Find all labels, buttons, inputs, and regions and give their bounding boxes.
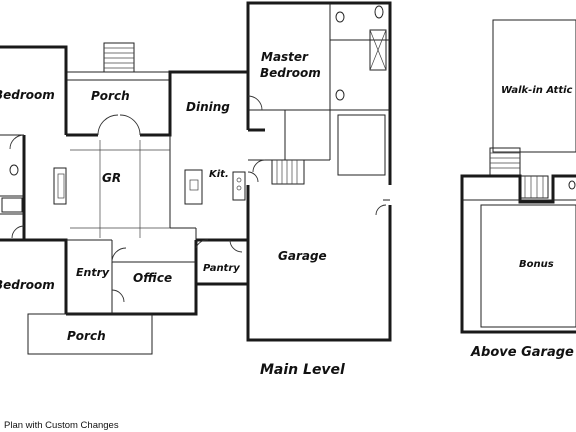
caption-above-garage: Above Garage <box>470 345 574 360</box>
footer-note: Plan with Custom Changes <box>4 420 119 431</box>
above-garage-plan <box>460 19 576 334</box>
front-porch-outline <box>27 313 153 355</box>
room-label-kitchen: Kit. <box>209 169 229 180</box>
room-label-garage: Garage <box>278 249 327 263</box>
rear-stair <box>103 42 135 73</box>
room-label-bedroom-top: Bedroom <box>0 88 55 102</box>
room-label-pantry: Pantry <box>203 263 240 274</box>
room-label-dining: Dining <box>186 100 230 114</box>
exterior-walls <box>0 1 392 342</box>
room-label-bonus: Bonus <box>519 259 554 270</box>
room-label-master-line1: Master <box>261 50 309 64</box>
caption-main-level: Main Level <box>260 362 345 378</box>
room-label-great-room: GR <box>102 171 121 185</box>
interior-walls <box>0 3 390 314</box>
room-label-office: Office <box>133 271 172 285</box>
room-label-entry: Entry <box>76 266 110 279</box>
door-swings <box>9 95 387 303</box>
room-label-rear-porch: Porch <box>91 89 130 103</box>
room-label-master-line2: Bedroom <box>260 66 321 80</box>
room-label-bedroom-bottom: Bedroom <box>0 278 55 292</box>
room-label-front-porch: Porch <box>67 329 106 343</box>
rear-porch-outline <box>65 71 171 135</box>
main-level-plan <box>0 1 392 355</box>
room-label-walk-in-attic: Walk-in Attic <box>501 85 573 96</box>
